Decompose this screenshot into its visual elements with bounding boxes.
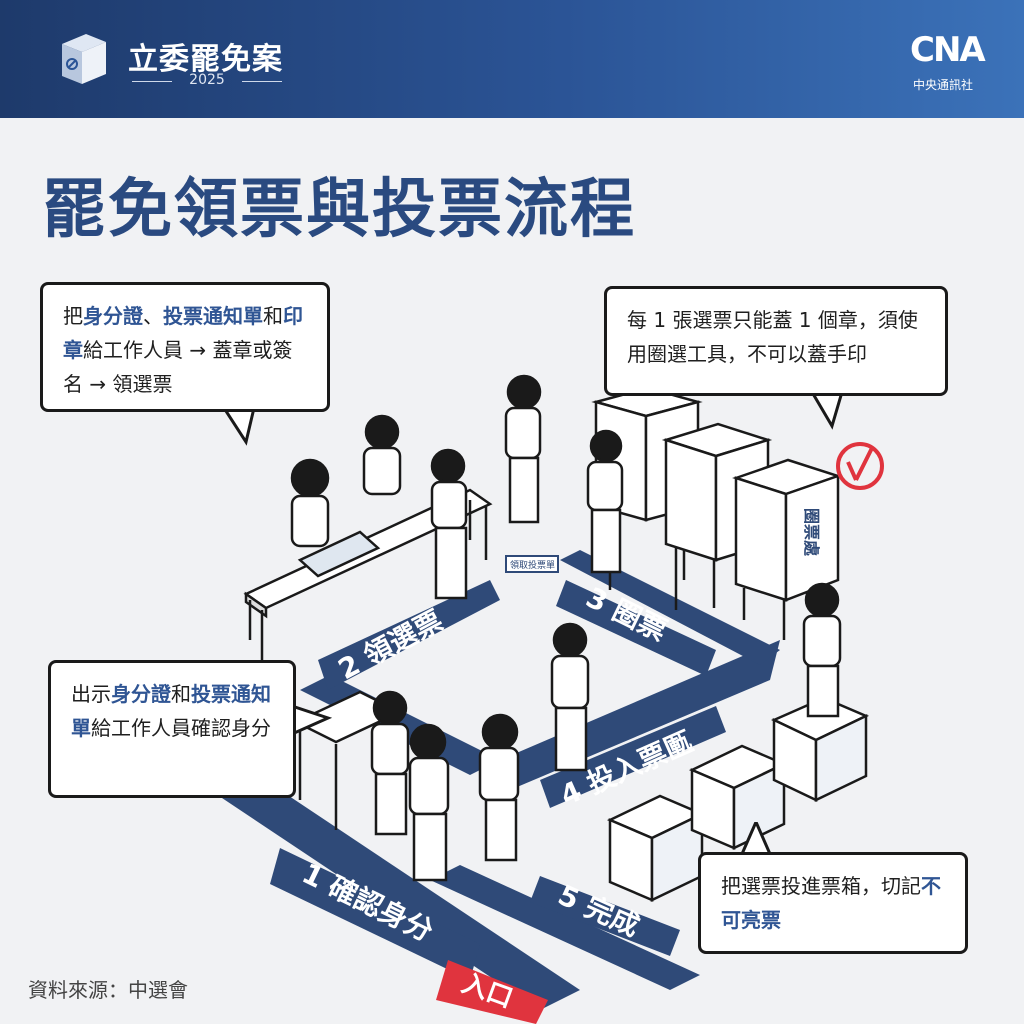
voting-booth-3	[732, 458, 842, 640]
step-label-2: 2 領選票	[333, 604, 448, 686]
cna-logo-caption: 中央通訊社	[913, 78, 974, 92]
source-note: 資料來源：中選會	[28, 978, 188, 1002]
ballot-pickup-sign-label: 領取投票單	[510, 559, 555, 571]
voter-figure	[550, 622, 590, 772]
bubble-tail	[810, 392, 844, 430]
bubble-tail	[222, 408, 256, 446]
voter-figure	[504, 374, 542, 524]
header-title: 立委罷免案	[128, 42, 283, 77]
poll-worker-figure	[370, 690, 410, 836]
header-year: 2025	[132, 72, 282, 88]
flow-path	[210, 550, 780, 1010]
cna-logo: CNA	[910, 30, 986, 70]
ballot-box-logo-icon	[62, 34, 106, 84]
ballot-box-3	[770, 696, 870, 802]
header-banner: 立委罷免案 2025 CNA 中央通訊社	[0, 0, 1024, 118]
voter-figure	[430, 448, 468, 600]
ballot-pickup-sign: 領取投票單	[505, 555, 559, 573]
step-sign-2: 2 領選票	[318, 580, 500, 690]
poll-worker-figure	[290, 458, 330, 548]
speech-bubble-step4: 把選票投進票箱，切記不可亮票	[698, 852, 968, 954]
voter-figure	[586, 429, 624, 574]
people-figures	[290, 374, 842, 882]
speech-bubble-step2: 把身分證、投票通知單和印章給工作人員 → 蓋章或簽名 → 領選票	[40, 282, 330, 412]
voter-figure	[408, 723, 450, 882]
booth-label: 圈票處	[802, 508, 821, 557]
voter-figure	[478, 713, 520, 862]
ballot-table	[243, 488, 493, 664]
vote-stamp-icon	[836, 442, 884, 490]
ballot-box-2	[688, 744, 788, 850]
voter-figure	[802, 582, 842, 718]
poll-worker-figure	[362, 414, 402, 496]
bubble-tail	[292, 704, 332, 736]
speech-bubble-step3: 每 1 張選票只能蓋 1 個章，須使用圈選工具，不可以蓋手印	[604, 286, 948, 396]
speech-bubble-step1: 出示身分證和投票通知單給工作人員確認身分	[48, 660, 296, 798]
page-title: 罷免領票與投票流程	[42, 173, 636, 247]
bubble-tail	[739, 822, 773, 856]
ballot-box-1	[606, 794, 706, 902]
